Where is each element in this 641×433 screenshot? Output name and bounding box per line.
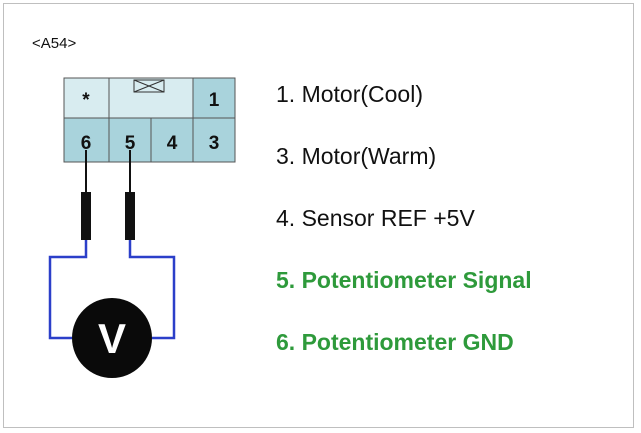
pin-legend-item-3: 3. Motor(Warm) [276, 143, 437, 169]
lead-wire-left [48, 240, 88, 340]
voltmeter-icon [72, 298, 152, 378]
connector-label-3: 3 [209, 133, 220, 154]
connector-label-star: * [82, 90, 90, 111]
pin-legend: 1. Motor(Cool) 3. Motor(Warm) 4. Sensor … [276, 76, 532, 386]
connector-label-1: 1 [209, 90, 220, 111]
connector-latch-icon [133, 79, 165, 93]
connector-cell-4 [150, 117, 194, 163]
diagram-frame [3, 3, 634, 428]
connector-id-label: <A54> [32, 35, 77, 52]
pin-legend-item-5: 5. Potentiometer Signal [276, 267, 532, 293]
connector-cell-star [63, 77, 110, 119]
connector-cell-blank [108, 77, 194, 119]
pin-legend-item-4: 4. Sensor REF +5V [276, 205, 475, 231]
connector-label-4: 4 [167, 133, 178, 154]
probe-tip-5 [125, 192, 135, 240]
connector-cell-1 [192, 77, 236, 119]
pin-legend-item-6: 6. Potentiometer GND [276, 329, 514, 355]
voltmeter-symbol: V [98, 315, 126, 362]
connector-label-6: 6 [81, 133, 92, 154]
pin-legend-item-1: 1. Motor(Cool) [276, 81, 423, 107]
lead-wire-right [128, 240, 176, 340]
connector-cell-3 [192, 117, 236, 163]
probe-tip-6 [81, 192, 91, 240]
connector-label-5: 5 [125, 133, 136, 154]
